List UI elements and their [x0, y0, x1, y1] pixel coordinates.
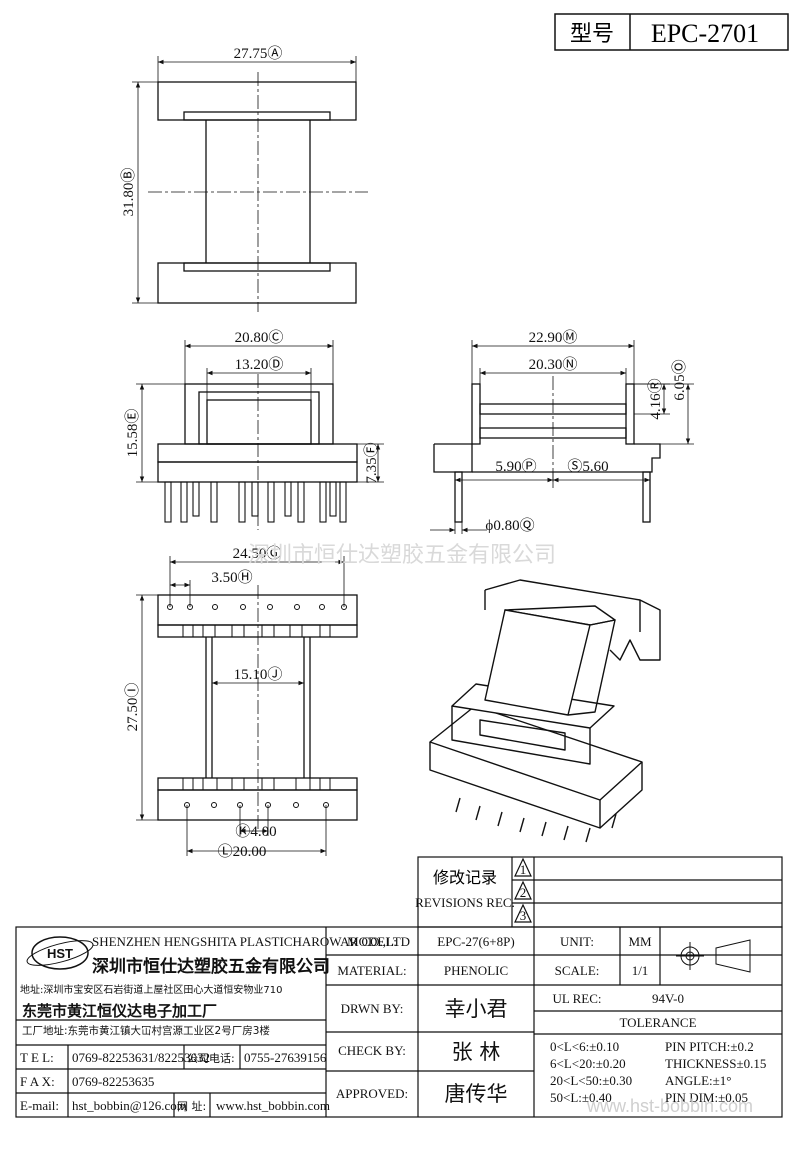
company-name-cn: 深圳市恒仕达塑胶五金有限公司 [92, 956, 330, 977]
dim-pin-dia: ϕ0.80Ⓠ [485, 517, 534, 534]
svg-text:HST: HST [47, 946, 73, 961]
tol-left-1: 6<L<20:±0.20 [550, 1056, 626, 1071]
tol-right-3: PIN DIM:±0.05 [665, 1090, 748, 1105]
company-name-en: SHENZHEN HENGSHITA PLASTICHAROWAR CO.,LT… [92, 934, 410, 949]
company-phone-label: 公司电话: [187, 1052, 235, 1065]
model-field-label: MODEL: [347, 934, 397, 949]
material-value: PHENOLIC [444, 963, 508, 978]
ul-label: UL REC: [553, 991, 602, 1006]
dim-top-height: 31.80Ⓑ [120, 168, 137, 217]
tol-right-1: THICKNESS±0.15 [665, 1056, 766, 1071]
side-view [430, 340, 694, 534]
model-value: EPC-2701 [651, 19, 759, 48]
web-value: www.hst_bobbin.com [216, 1098, 330, 1113]
tel-label: T E L: [20, 1050, 54, 1065]
revision-mark-2: 2 [520, 885, 527, 900]
dim-front-inner: 13.20Ⓓ [235, 356, 284, 373]
dim-bottom-height: 27.50Ⓘ [124, 683, 141, 732]
tol-left-2: 20<L<50:±0.30 [550, 1073, 632, 1088]
email-label: E-mail: [20, 1098, 59, 1113]
revisions-table [417, 856, 783, 928]
scale-label: SCALE: [555, 963, 600, 978]
spec-table-grid [15, 926, 783, 1118]
model-field-value: EPC-27(6+8P) [437, 934, 514, 949]
dim-bottom-k: Ⓚ4.00 [235, 823, 276, 840]
dim-side-total: 22.90Ⓜ [529, 329, 578, 346]
fax-label: F A X: [20, 1074, 55, 1089]
tolerance-label: TOLERANCE [619, 1015, 696, 1030]
revisions-label-en: REVISIONS REC. [415, 895, 515, 910]
factory-name: 东莞市黄江恒仪达电子加工厂 [22, 1002, 217, 1020]
front-view [136, 340, 384, 530]
isometric-view [429, 579, 661, 843]
dim-top-width: 27.75Ⓐ [234, 45, 283, 62]
scale-value: 1/1 [632, 963, 649, 978]
unit-value: MM [628, 934, 652, 949]
projection-symbol-icon [676, 939, 751, 973]
company-phone-value: 0755-27639156 [244, 1050, 327, 1065]
factory-address: 工厂地址:东莞市黄江镇大冚村宫源工业区2号厂房3楼 [22, 1024, 270, 1037]
dim-front-height: 15.58Ⓔ [124, 409, 141, 458]
dim-side-right: Ⓢ5.60 [567, 458, 608, 475]
watermark-url: www.hst-bobbin.com [586, 1096, 753, 1116]
revision-mark-1: 1 [520, 862, 527, 877]
tol-left-3: 50<L:±0.40 [550, 1090, 612, 1105]
approved-value: 唐传华 [445, 1082, 508, 1106]
web-label: 网 址: [177, 1099, 206, 1113]
approved-label: APPROVED: [336, 1086, 408, 1101]
dim-side-left: 5.90Ⓟ [495, 458, 536, 475]
model-label: 型号 [570, 22, 614, 47]
unit-label: UNIT: [560, 934, 594, 949]
bottom-view [136, 556, 358, 856]
revisions-label-cn: 修改记录 [433, 868, 497, 887]
tol-left-0: 0<L<6:±0.10 [550, 1039, 619, 1054]
tel-value: 0769-82253631/82253632 [72, 1050, 210, 1065]
revision-mark-3: 3 [520, 908, 527, 923]
tol-right-0: PIN PITCH:±0.2 [665, 1039, 754, 1054]
dim-front-base: 7.35Ⓕ [363, 442, 380, 483]
top-view [132, 56, 368, 312]
company-address: 地址:深圳市宝安区石岩街道上屋社区田心大道恒安物业710 [20, 983, 282, 996]
drawn-value: 幸小君 [445, 997, 508, 1021]
material-label: MATERIAL: [337, 963, 406, 978]
dim-bottom-l: Ⓛ20.00 [218, 843, 267, 860]
dim-side-inner: 20.30Ⓝ [529, 356, 578, 373]
dim-bottom-inner: 15.10Ⓙ [234, 666, 283, 683]
check-label: CHECK BY: [338, 1043, 406, 1058]
email-value: hst_bobbin@126.com [72, 1098, 187, 1113]
tol-right-2: ANGLE:±1° [665, 1073, 732, 1088]
dim-side-flange: 4.16Ⓡ [647, 378, 664, 419]
dim-front-outer: 20.80Ⓒ [235, 329, 284, 346]
dim-pin-pitch: 3.50Ⓗ [211, 569, 252, 586]
company-logo: HST [26, 936, 94, 970]
dim-side-height: 6.05Ⓞ [671, 359, 688, 400]
watermark: 深圳市恒仕达塑胶五金有限公司 [248, 543, 556, 568]
ul-value: 94V-0 [652, 991, 684, 1006]
fax-value: 0769-82253635 [72, 1074, 154, 1089]
dim-bottom-width: 24.50Ⓖ [233, 545, 282, 562]
drawn-label: DRWN BY: [341, 1001, 404, 1016]
title-block: 型号 EPC-2701 [554, 13, 789, 51]
check-value: 张 林 [452, 1040, 501, 1064]
